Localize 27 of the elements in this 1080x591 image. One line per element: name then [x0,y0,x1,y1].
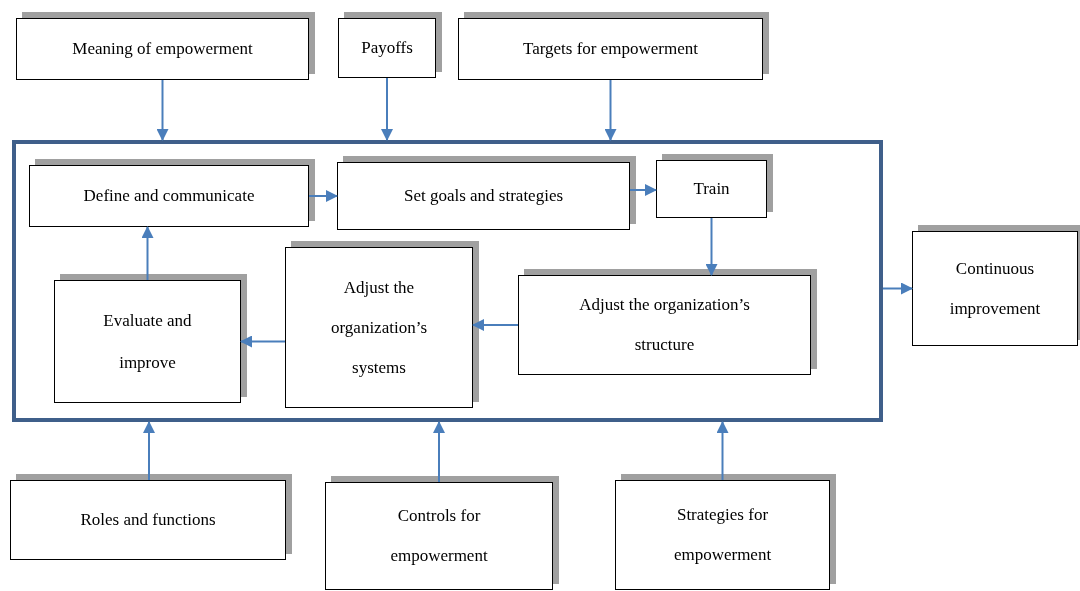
arrow [629,184,657,196]
box-label: Roles and functions [80,509,216,531]
arrow [705,217,718,276]
arrow [716,421,729,481]
arrow [433,421,445,483]
arrow [141,226,154,281]
arrow [882,282,913,295]
box-label: Controls for empowerment [389,505,489,567]
box-label: Adjust the organization’s systems [330,276,428,379]
box-label: Targets for empowerment [522,38,698,60]
arrow [381,77,393,141]
arrow [472,319,519,331]
box-label: Meaning of empowerment [72,38,253,60]
box-label: Continuous improvement [948,257,1042,320]
arrow [308,190,338,202]
process-frame [12,140,883,422]
box-label: Evaluate and improve [102,309,193,374]
arrow [240,335,286,348]
box-label: Define and communicate [83,185,255,207]
box-label: Train [693,178,730,200]
box-label: Payoffs [361,37,413,59]
arrow [156,79,169,141]
box-label: Set goals and strategies [403,185,564,207]
arrow [604,79,617,141]
box-label: Adjust the organization’s structure [578,294,751,356]
box-label: Strategies for empowerment [672,504,773,566]
arrow [143,421,155,481]
